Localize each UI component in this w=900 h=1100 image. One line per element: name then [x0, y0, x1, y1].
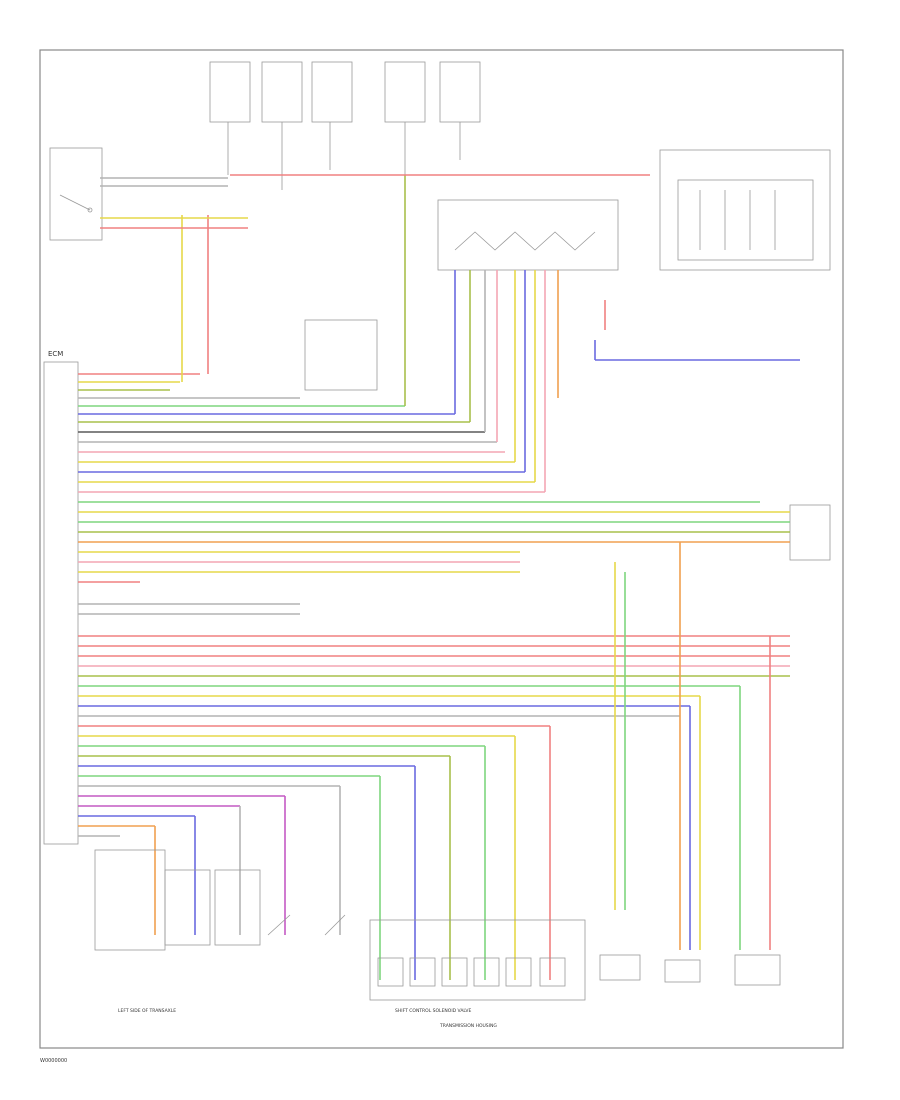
right-sensor-module: [789, 504, 831, 561]
park-neutral-switch: [437, 199, 619, 271]
ecm-label: ECM: [48, 350, 63, 358]
combination-meter-module: [659, 149, 831, 271]
left-side-of-transaxle-label: LEFT SIDE OF TRANSAXLE: [118, 1008, 176, 1014]
footer-code: W0000000: [40, 1058, 67, 1064]
fuse-relay-group: [209, 61, 481, 190]
cruise-control-module: [304, 319, 378, 391]
ecm-connector: ECM: [43, 350, 79, 845]
wire-verticals: [100, 174, 800, 980]
solenoid-valve-block: [369, 919, 586, 1001]
stop-lamp-switch: [49, 147, 103, 241]
diagram-frame: [39, 49, 844, 1049]
shift-control-solenoid-valve-label: SHIFT CONTROL SOLENOID VALVE: [395, 1008, 472, 1014]
wire-bundle-ecm: [78, 373, 790, 837]
bottom-sensors: [94, 849, 781, 1001]
transmission-housing-label: TRANSMISSION HOUSING: [439, 1023, 497, 1029]
